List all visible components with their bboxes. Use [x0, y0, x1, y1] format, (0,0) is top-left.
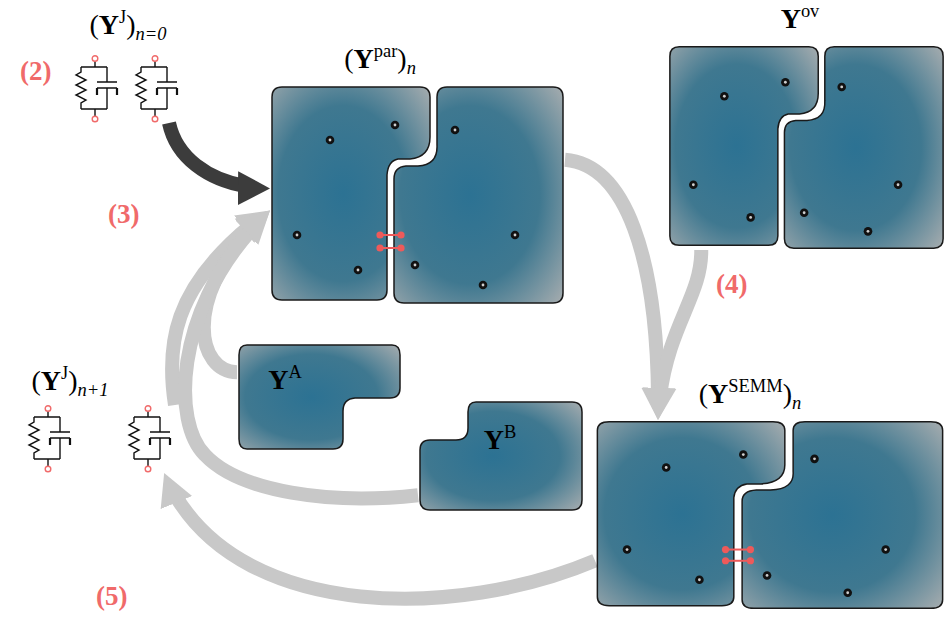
callout-number: (2)	[20, 55, 51, 87]
matrix-label: (YJ)n+1	[31, 364, 108, 398]
callout-number: (3)	[108, 198, 139, 230]
flow-arrow	[658, 250, 701, 420]
junction-model: (YJ)n=0	[70, 55, 180, 123]
matrix-label: YB	[484, 423, 517, 457]
flow-arrow	[565, 160, 658, 420]
shape-outline	[20, 405, 175, 473]
shape-outline	[270, 85, 565, 305]
matrix-label: (Ypar)n	[344, 42, 416, 76]
shape-outline	[668, 45, 945, 250]
callout-number: (4)	[716, 268, 747, 300]
callout-number: (5)	[96, 580, 127, 612]
matrix-label: Yov	[781, 2, 820, 36]
substructure: (YSEMM)n	[595, 420, 945, 610]
matrix-label: (YJ)n=0	[89, 8, 166, 42]
junction-model: (YJ)n+1	[20, 405, 175, 473]
substructure: YA	[237, 343, 402, 451]
matrix-label: YA	[268, 363, 302, 397]
matrix-label: (YSEMM)n	[699, 377, 802, 411]
shape-outline	[237, 343, 402, 451]
substructure: Yov	[668, 45, 945, 250]
substructure: YB	[418, 400, 584, 512]
substructure: (Ypar)n	[270, 85, 565, 305]
shape-outline	[595, 420, 945, 610]
shape-outline	[70, 55, 180, 123]
flow-arrow	[169, 123, 270, 188]
shape-outline	[418, 400, 584, 512]
